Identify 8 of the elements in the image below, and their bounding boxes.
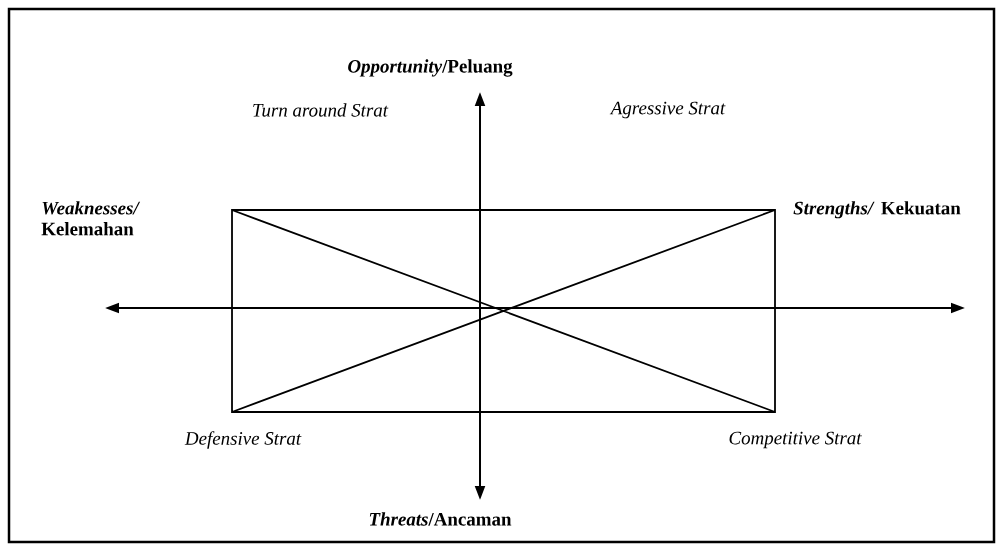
axis-label: Opportunity/Peluang bbox=[348, 59, 513, 77]
axis-label: Threats/Ancaman bbox=[369, 512, 512, 526]
axis-label: Strengths/ Kekuatan bbox=[793, 201, 961, 219]
axis-label: Defensive Strat bbox=[184, 431, 302, 449]
axis-label: Weaknesses/ Kelemahan bbox=[41, 201, 141, 236]
axis-label: Turn around Strat bbox=[253, 103, 389, 117]
axis-label: Agressive Strat bbox=[609, 101, 726, 119]
axis-label: Competitive Strat bbox=[729, 431, 862, 449]
